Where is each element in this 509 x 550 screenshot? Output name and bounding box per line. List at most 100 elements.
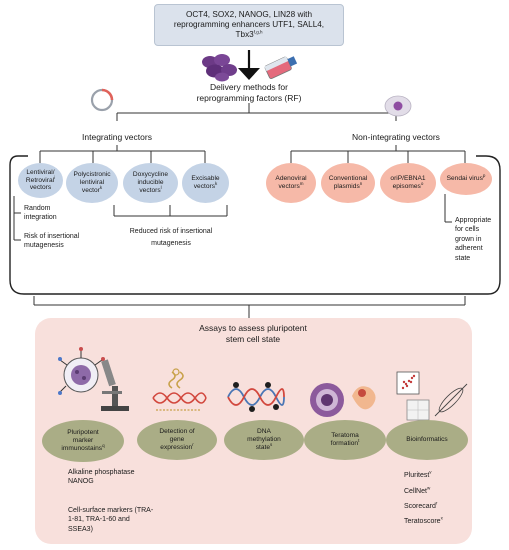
teratoma-tissue-icon <box>310 383 376 417</box>
immunostain-line2: marker <box>72 437 94 445</box>
immunostain-markers-note: Alkaline phosphatase NANOG <box>68 468 178 487</box>
delivery-line1: Delivery methods for <box>210 82 288 92</box>
insertional-risk-line2: mutagenesis <box>24 242 64 250</box>
orip-episomes-oval: oriP/EBNA1 episomeso <box>380 163 436 203</box>
pluritest-sup: v <box>429 469 432 475</box>
sendai-note-line5: state <box>455 254 471 262</box>
methylated-dna-icon <box>227 382 285 412</box>
protein-cluster-icon <box>202 54 237 82</box>
excisable-vectors-oval: Excisable vectorsk <box>182 163 229 203</box>
orip-line2-text: episomes <box>392 183 421 190</box>
doxycycline-sup: l <box>160 184 162 190</box>
polycistronic-line3-text: vector <box>81 186 100 194</box>
reduced-risk-line2: mutagenesis <box>151 239 191 247</box>
sendai-sup: p <box>482 172 486 178</box>
adenoviral-sup: m <box>299 180 304 186</box>
orip-sup: o <box>420 180 424 186</box>
top-box-line1: OCT4, SOX2, NANOG, LIN28 with <box>185 10 313 20</box>
excisable-line2-text: vectors <box>193 183 215 190</box>
polycistronic-line1: Polycistronic <box>73 171 111 179</box>
immunostain-line3-text: immunostains <box>61 444 103 452</box>
scorecard-label: Scorecardr <box>404 501 437 511</box>
surface-markers-note: Cell-surface markers (TRA- 1-81, TRA-1-6… <box>68 506 168 534</box>
gene-expression-line2: gene <box>169 436 185 444</box>
nanog-text: NANOG <box>68 478 94 486</box>
doxycycline-line3-text: vectors <box>139 186 161 194</box>
random-integration-line1: Random <box>24 205 51 212</box>
assays-title-line1: Assays to assess pluripotent <box>199 323 307 333</box>
bioinformatics-line1: Bioinformatics <box>406 436 448 444</box>
methylation-line1: DNA <box>257 428 271 436</box>
assays-title: Assays to assess pluripotent stem cell s… <box>168 323 338 344</box>
methylation-line2: methylation <box>247 436 281 444</box>
top-box-line2: reprogramming enhancers UTF1, SALL4, <box>173 20 325 30</box>
top-box-line3-sup: f,g,h <box>253 29 263 35</box>
insertional-risk-line1: Risk of insertional <box>24 233 80 240</box>
cell-icon <box>384 95 412 117</box>
teratoma-line2: formationt <box>330 437 360 448</box>
sendai-line1: Sendai virusp <box>447 172 486 183</box>
reduced-risk-line1: Reduced risk of insertional <box>129 228 213 235</box>
polycistronic-line3: vectork <box>81 184 103 195</box>
methylation-sup: s <box>270 441 273 447</box>
polycistronic-vector-oval: Polycistronic lentiviral vectork <box>66 163 118 203</box>
excisable-line2: vectorsk <box>193 180 218 191</box>
lentiviral-line2-text: Retroviral <box>25 176 55 184</box>
delivery-line2: reprogramming factors (RF) <box>196 92 302 103</box>
sendai-note-line3: grown in <box>455 235 482 243</box>
immunostain-sup: q <box>102 442 105 448</box>
reduced-risk-note: Reduced risk of insertional mutagenesis <box>117 228 225 249</box>
immunostain-line3: immunostainsq <box>61 442 105 453</box>
adenoviral-line2-text: vectors <box>278 183 300 190</box>
surface-markers-line2: 1-81, TRA-1-60 and <box>68 516 130 524</box>
immunostain-line1: Pluripotent <box>67 429 99 437</box>
insertional-risk-note: Risk of insertional mutagenesis <box>24 232 99 251</box>
doxycycline-line1: Doxycycline <box>132 171 169 179</box>
top-box-line3-text: Tbx3 <box>235 29 254 39</box>
immunostain-assay-oval: Pluripotent marker immunostainsq <box>42 420 124 462</box>
excisable-sup: k <box>215 180 218 186</box>
alkaline-phosphatase-text: Alkaline phosphatase <box>68 469 135 476</box>
methylation-assay-oval: DNA methylation states <box>224 420 304 460</box>
pluritest-text: Pluritest <box>404 472 430 479</box>
teratoma-line2-text: formation <box>330 440 359 447</box>
conventional-line1: Conventional <box>328 175 368 183</box>
orip-line1: oriP/EBNA1 <box>390 175 426 183</box>
conventional-sup: n <box>359 180 363 186</box>
cellnet-label: CellNetw <box>404 485 431 496</box>
random-integration-line2: integration <box>24 214 57 222</box>
sendai-note-line4: adherent <box>455 245 483 253</box>
gene-expression-assay-oval: Detection of gene expressionr <box>137 420 217 460</box>
doxycycline-vectors-oval: Doxycycline inducible vectorsl <box>123 163 178 203</box>
dna-helix-icon <box>152 368 207 411</box>
scatter-plot-icon <box>396 371 468 421</box>
adenoviral-vectors-oval: Adenoviral vectorsm <box>266 163 316 203</box>
top-box-line3: Tbx3f,g,h <box>235 29 263 40</box>
cell-flask-icon <box>264 56 298 80</box>
lentiviral-line1: Lentiviral/ <box>26 168 55 176</box>
cellnet-sup: w <box>426 485 431 491</box>
methylation-line3-text: state <box>255 443 271 451</box>
surface-markers-line1: Cell-surface markers (TRA- <box>68 507 154 514</box>
reprogramming-factors-box: OCT4, SOX2, NANOG, LIN28 with reprogramm… <box>154 4 344 46</box>
adenoviral-line2: vectorsm <box>278 180 304 191</box>
pluritest-label: Pluritestv <box>404 469 432 480</box>
teratoma-sup: t <box>358 437 360 443</box>
polycistronic-sup: k <box>99 184 103 190</box>
scorecard-text: Scorecard <box>404 503 436 510</box>
lentiviral-line2: Retrovirali <box>25 174 56 185</box>
sendai-note-line1: Appropriate <box>455 217 492 224</box>
doxycycline-line3: vectorsl <box>139 184 162 195</box>
sendai-note: Appropriate for cells grown in adherent … <box>455 216 499 263</box>
lentiviral-sup: i <box>54 174 56 180</box>
gene-expression-line3: expressionr <box>160 442 193 452</box>
integrating-vectors-title: Integrating vectors <box>82 132 152 142</box>
lentiviral-line3: vectors <box>29 184 52 192</box>
doxycycline-line2: inducible <box>137 179 164 187</box>
cellnet-text: CellNet <box>404 488 427 495</box>
methylation-line3: states <box>255 441 273 452</box>
sendai-virus-oval: Sendai virusp <box>440 163 492 195</box>
lentiviral-vectors-oval: Lentiviral/ Retrovirali vectors <box>18 163 63 198</box>
teratoma-line1: Teratoma <box>331 432 359 440</box>
excisable-line1: Excisable <box>191 175 220 183</box>
